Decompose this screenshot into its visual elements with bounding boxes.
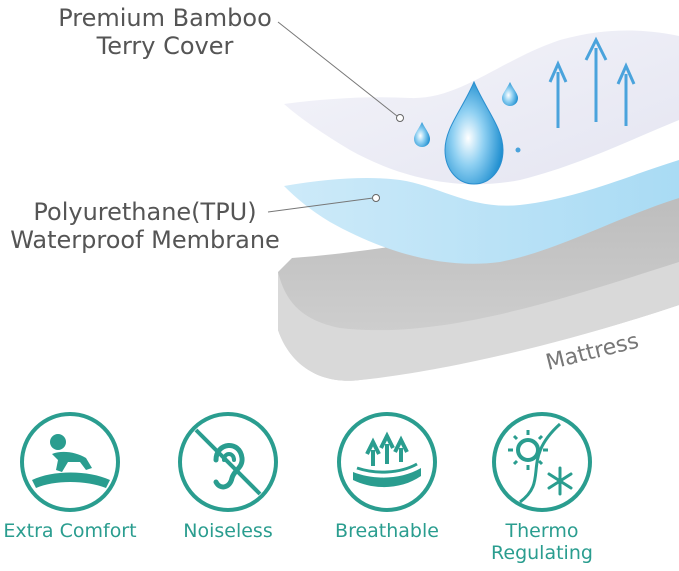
membrane-callout-line2: Waterproof Membrane <box>10 226 280 254</box>
feature-extra-comfort: Extra Comfort <box>0 410 145 542</box>
sun-snowflake-icon <box>492 412 592 512</box>
membrane-callout-line1: Polyurethane(TPU) <box>33 198 257 226</box>
feature-thermo-regulating: Thermo Regulating <box>467 410 617 564</box>
cover-leader-line <box>277 21 398 117</box>
cover-pointer-dot <box>396 114 404 122</box>
baby-crawling-icon <box>20 412 120 512</box>
cover-callout-line1: Premium Bamboo <box>58 4 272 32</box>
water-drop-icon <box>414 80 521 185</box>
no-sound-ear-icon <box>178 412 278 512</box>
feature-label: Thermo <box>505 520 579 542</box>
feature-label: Noiseless <box>183 520 273 542</box>
feature-label: Extra Comfort <box>3 520 137 542</box>
membrane-pointer-dot <box>372 194 380 202</box>
feature-label-line2: Regulating <box>491 542 593 564</box>
feature-breathable: Breathable <box>312 410 462 542</box>
membrane-callout: Polyurethane(TPU) Waterproof Membrane <box>0 198 290 254</box>
layer-illustration: Mattress <box>267 21 679 381</box>
cover-callout-line2: Terry Cover <box>96 32 234 60</box>
cover-callout: Premium Bamboo Terry Cover <box>40 4 290 60</box>
membrane-leader-line <box>267 197 374 213</box>
airflow-arrows-icon <box>548 36 636 128</box>
membrane-layer <box>284 160 679 264</box>
breathable-arrows-icon <box>337 412 437 512</box>
feature-noiseless: Noiseless <box>153 410 303 542</box>
feature-label: Breathable <box>335 520 439 542</box>
